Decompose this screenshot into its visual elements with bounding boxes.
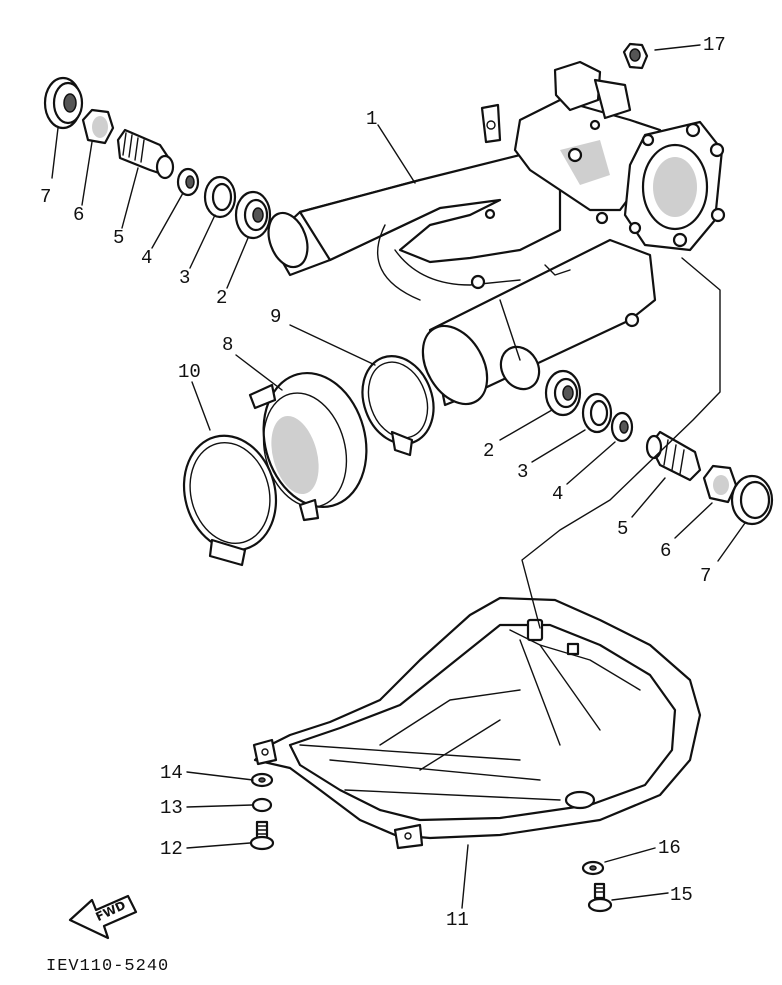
callout-5: 5 — [113, 227, 124, 249]
swingarm-assembly — [267, 60, 726, 407]
callout-9: 9 — [270, 306, 281, 328]
callout-7: 7 — [40, 186, 51, 208]
callout-8: 8 — [222, 334, 233, 356]
callout-14: 14 — [160, 762, 183, 784]
callout-4b: 4 — [552, 483, 563, 505]
callout-16: 16 — [658, 837, 681, 859]
callout-2b: 2 — [483, 440, 494, 462]
callout-12: 12 — [160, 838, 183, 860]
pivot-hardware-left — [43, 76, 272, 240]
callout-10: 10 — [178, 361, 201, 383]
callout-1: 1 — [366, 108, 377, 130]
dust-cover-and-bands — [182, 355, 435, 567]
callout-2: 2 — [216, 287, 227, 309]
leader-lines — [51, 44, 746, 909]
pivot-hardware-right — [544, 369, 774, 526]
callout-5b: 5 — [617, 518, 628, 540]
drawing-code: IEV110-5240 — [46, 957, 169, 976]
callout-11: 11 — [446, 909, 469, 931]
callout-13: 13 — [160, 797, 183, 819]
fwd-direction-badge: FWD — [68, 894, 138, 940]
skid-plate — [252, 596, 702, 850]
callout-3b: 3 — [517, 461, 528, 483]
callout-4: 4 — [141, 247, 152, 269]
callout-6b: 6 — [660, 540, 671, 562]
callout-7b: 7 — [700, 565, 711, 587]
callout-6: 6 — [73, 204, 84, 226]
callout-labels: 17 1 7 6 5 4 3 2 9 8 10 2 3 4 5 6 7 14 1… — [40, 34, 726, 931]
callout-3: 3 — [179, 267, 190, 289]
callout-17: 17 — [703, 34, 726, 56]
callout-15: 15 — [670, 884, 693, 906]
fasteners — [249, 42, 649, 913]
